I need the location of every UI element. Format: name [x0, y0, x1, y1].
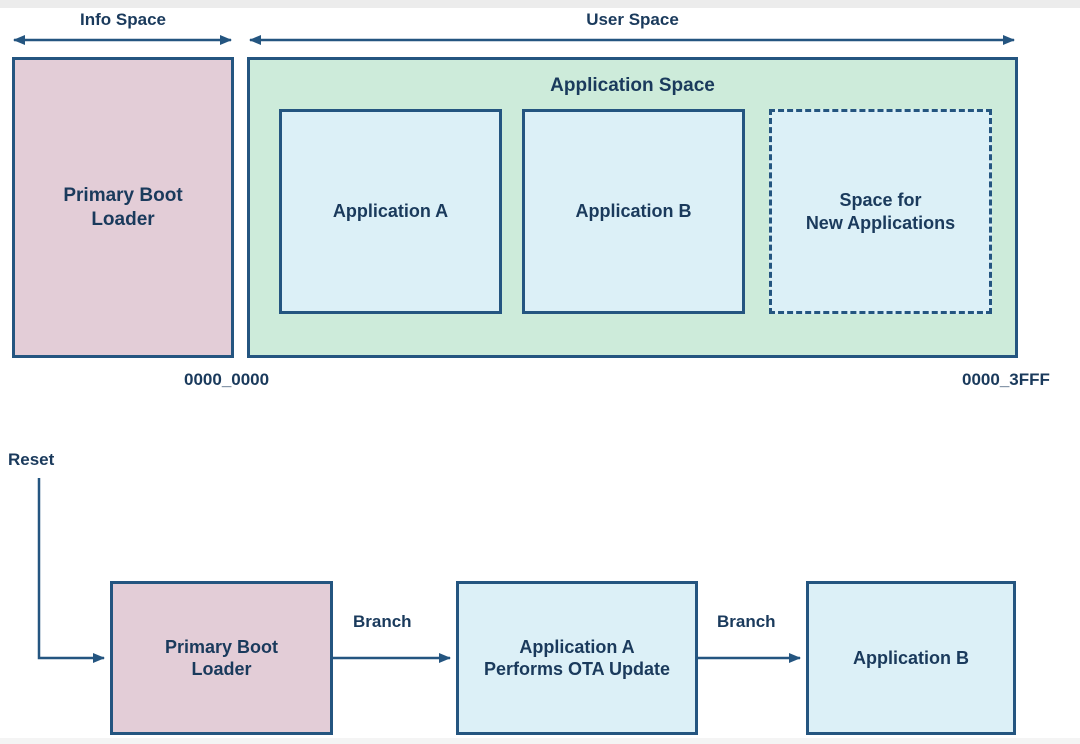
flow-node-application-b-label: Application B — [853, 647, 969, 670]
label-line-1: Application B — [853, 647, 969, 668]
branch-label-1: Branch — [353, 612, 412, 631]
memory-block-application-b[interactable]: Application B — [522, 109, 745, 314]
label-line-2: Loader — [91, 208, 155, 230]
flow-node-primary-boot-loader-label: Primary Boot Loader — [165, 636, 278, 681]
top-page-strip — [0, 0, 1080, 8]
flow-node-application-a-ota-label: Application A Performs OTA Update — [484, 636, 670, 681]
reset-connector-arrow — [37, 478, 105, 663]
label-line-2: Performs OTA Update — [483, 659, 671, 679]
user-space-span-label: User Space — [586, 10, 679, 29]
label-line-1: Primary Boot — [63, 184, 183, 206]
info-space-span-label: Info Space — [80, 10, 166, 29]
label-line-1: Space for — [839, 190, 922, 210]
memory-block-space-for-new-applications[interactable]: Space for New Applications — [769, 109, 992, 314]
bottom-page-strip — [0, 738, 1080, 744]
address-label-start: 0000_0000 — [184, 370, 270, 389]
memory-block-application-space[interactable]: Application Space Application A Applicat… — [247, 57, 1018, 358]
label-line-1: Primary Boot — [164, 636, 279, 657]
address-label-end: 0000_3FFF — [962, 370, 1050, 389]
memory-block-space-for-new-applications-label: Space for New Applications — [806, 189, 955, 234]
reset-label: Reset — [8, 450, 55, 469]
memory-block-application-a-label: Application A — [332, 201, 449, 222]
flow-node-application-b[interactable]: Application B — [806, 581, 1016, 735]
label-line-2: New Applications — [805, 212, 956, 233]
memory-block-application-b-label: Application B — [575, 201, 692, 222]
label-line-2: Loader — [191, 659, 252, 679]
flow-node-primary-boot-loader[interactable]: Primary Boot Loader — [110, 581, 333, 735]
branch-label-2: Branch — [717, 612, 776, 631]
application-space-title: Application Space — [550, 75, 715, 96]
flow-node-application-a-ota[interactable]: Application A Performs OTA Update — [456, 581, 698, 735]
label-line-1: Application A — [519, 636, 635, 657]
memory-block-primary-boot-loader[interactable]: Primary Boot Loader — [12, 57, 234, 358]
memory-block-application-a[interactable]: Application A — [279, 109, 502, 314]
memory-block-primary-boot-loader-label: Primary Boot Loader — [63, 184, 182, 232]
